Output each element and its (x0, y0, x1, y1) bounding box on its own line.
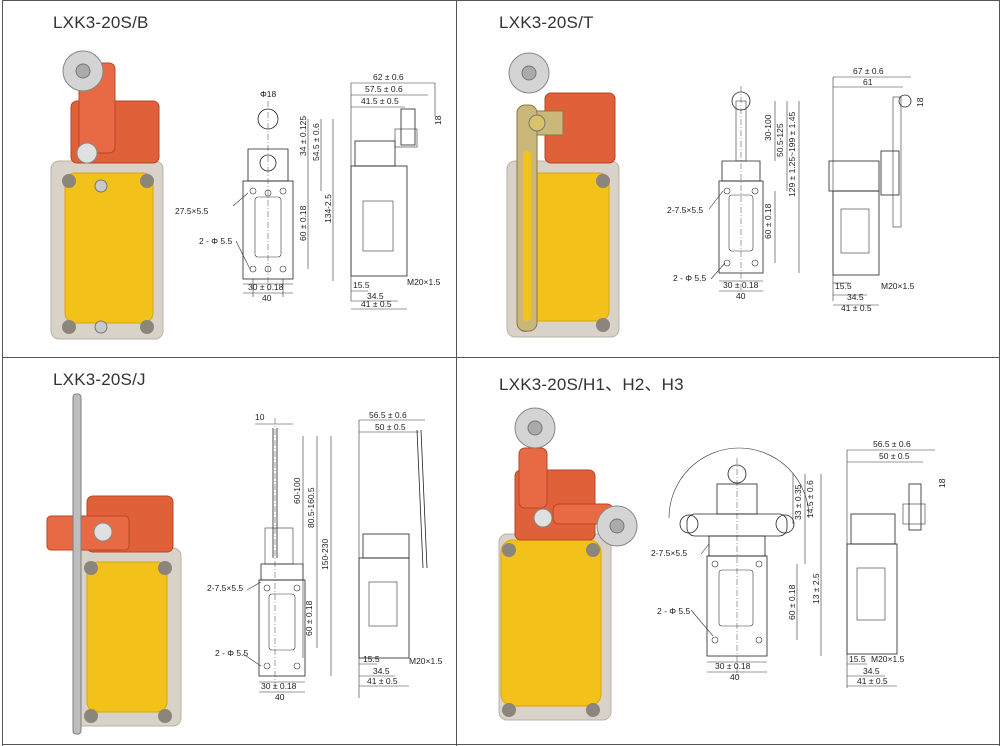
front-w1: 30 ± 0.18 (723, 280, 759, 290)
divider-middle-vertical (456, 0, 457, 746)
front-hole-label: 2 - Φ 5.5 (657, 606, 691, 616)
front-h4: 60 ± 0.18 (304, 600, 314, 636)
side-b3: 41 ± 0.5 (367, 676, 398, 686)
front-h4: 60 ± 0.18 (763, 203, 773, 239)
front-slot-label: 2-7.5×5.5 (207, 583, 243, 593)
front-w2: 40 (275, 692, 285, 702)
side-thread: M20×1.5 (871, 654, 905, 664)
product-photo (46, 393, 182, 735)
front-w1: 30 ± 0.18 (261, 681, 297, 691)
panel-drawing: 30-100 50.5-125 129 ± 1.25~199 ± 1.45 60… (506, 52, 925, 338)
front-h3: 150-230 (320, 539, 330, 570)
divider-right (999, 0, 1000, 746)
divider-bottom (2, 744, 1000, 745)
side-b3: 41 ± 0.5 (361, 299, 392, 309)
front-h3: 60 ± 0.18 (787, 584, 797, 620)
front-h1: 30-100 (763, 114, 773, 141)
side-b1: 15.5 (363, 654, 380, 664)
front-top: 10 (255, 412, 265, 422)
front-view-drawing (242, 418, 332, 693)
front-slot-label: 2-7.5×5.5 (667, 205, 703, 215)
side-view-drawing (828, 76, 912, 306)
panel-lxk3-20s-b: LXK3-20S/B (3, 1, 456, 357)
front-h1: 60-100 (292, 477, 302, 504)
front-hole-label: 2 - Φ 5.5 (215, 648, 249, 658)
divider-middle-horizontal (2, 357, 1000, 358)
side-w1: 56.5 ± 0.6 (873, 439, 911, 449)
front-h2: 50.5-125 (775, 123, 785, 157)
side-b3: 41 ± 0.5 (841, 303, 872, 313)
side-w1: 56.5 ± 0.6 (369, 410, 407, 420)
side-b3: 41 ± 0.5 (857, 676, 888, 686)
side-w2: 57.5 ± 0.6 (365, 84, 403, 94)
side-w2: 50 ± 0.5 (375, 422, 406, 432)
front-h2: 14.5 ± 0.6 (805, 480, 815, 518)
side-w1: 62 ± 0.6 (373, 72, 404, 82)
side-thread: M20×1.5 (409, 656, 443, 666)
front-hole-label: 2 - Φ 5.5 (199, 236, 233, 246)
front-h2: 80.5-160.5 (306, 487, 316, 528)
front-w1: 30 ± 0.18 (248, 282, 284, 292)
side-thread: M20×1.5 (407, 277, 441, 287)
panel-lxk3-20s-t: LXK3-20S/T (457, 1, 999, 357)
side-b1: 15.5 (849, 654, 866, 664)
side-w2: 61 (863, 77, 873, 87)
product-photo (506, 52, 620, 338)
side-thread: M20×1.5 (881, 281, 915, 291)
panel-drawing: 10 60-100 80.5-160.5 150-230 60 ± 0.18 2… (46, 393, 443, 735)
side-b2: 34.5 (373, 666, 390, 676)
front-slot-label: 2-7.5×5.5 (651, 548, 687, 558)
panel-drawing: Φ18 27.5×5.5 2 - Φ 5.5 34 ± 0.125 54.5 ±… (50, 50, 443, 340)
side-view-drawing (358, 419, 428, 698)
side-w2: 50 ± 0.5 (879, 451, 910, 461)
front-slot-label: 27.5×5.5 (175, 206, 209, 216)
panel-title: LXK3-20S/B (53, 13, 149, 32)
front-h3: 60 ± 0.18 (298, 205, 308, 241)
side-view-drawing (350, 82, 436, 310)
panel-drawing: 33 ± 0.35 14.5 ± 0.6 60 ± 0.18 13 ± 2.5 … (498, 407, 947, 721)
side-r: 18 (433, 115, 443, 125)
product-photo (498, 407, 638, 721)
side-b2: 34.5 (367, 291, 384, 301)
front-h3: 129 ± 1.25~199 ± 1.45 (787, 112, 797, 197)
side-b1: 15.5 (353, 280, 370, 290)
panel-lxk3-20s-j: LXK3-20S/J (3, 358, 456, 744)
divider-top (2, 0, 1000, 1)
front-w1: 30 ± 0.18 (715, 661, 751, 671)
side-w1: 67 ± 0.6 (853, 66, 884, 76)
panel-lxk3-20s-h: LXK3-20S/H1、H2、H3 (457, 358, 999, 744)
front-h1: 34 ± 0.125 (298, 116, 308, 156)
panel-title: LXK3-20S/H1、H2、H3 (499, 375, 684, 394)
front-w2: 40 (730, 672, 740, 682)
side-b1: 15.5 (835, 281, 852, 291)
front-h2: 54.5 ± 0.6 (311, 123, 321, 161)
panel-title: LXK3-20S/T (499, 13, 594, 32)
front-view-drawing (232, 101, 334, 297)
front-view-drawing (668, 447, 822, 678)
front-h4: 134-2.5 (323, 194, 333, 223)
front-w2: 40 (736, 291, 746, 301)
panel-title: LXK3-20S/J (53, 370, 146, 389)
side-r: 18 (937, 478, 947, 488)
divider-left (2, 0, 3, 746)
side-b2: 34.5 (863, 666, 880, 676)
front-h4: 13 ± 2.5 (811, 573, 821, 604)
front-view-drawing (708, 86, 800, 292)
front-h1: 33 ± 0.35 (793, 484, 803, 520)
front-roller-diameter: Φ18 (260, 89, 277, 99)
side-view-drawing (846, 449, 935, 688)
side-r: 18 (915, 97, 925, 107)
front-w2: 40 (262, 293, 272, 303)
front-hole-label: 2 - Φ 5.5 (673, 273, 707, 283)
side-w3: 41.5 ± 0.5 (361, 96, 399, 106)
product-photo (50, 50, 164, 340)
side-b2: 34.5 (847, 292, 864, 302)
